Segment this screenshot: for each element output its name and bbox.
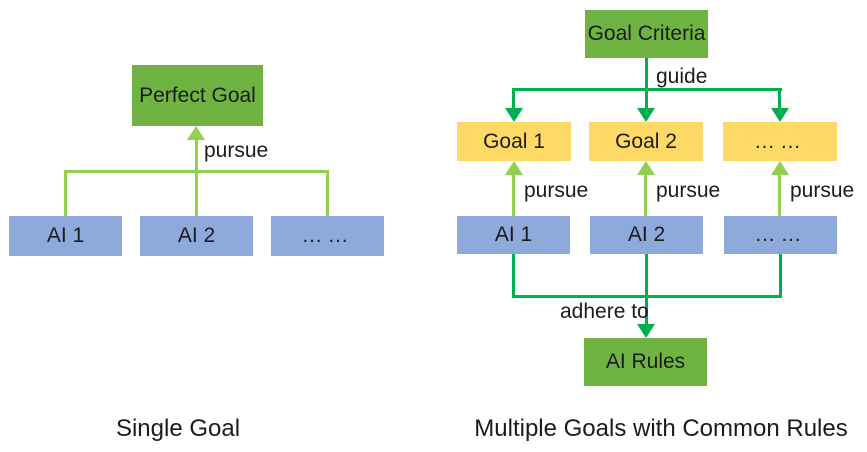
edge-rules-vertical: [645, 295, 648, 324]
goal1-label: Goal 1: [483, 129, 545, 153]
left-diagram-caption: Single Goal: [115, 415, 241, 442]
ai-rules-box: AI Rules: [584, 338, 707, 386]
edge-guide-branch-left: [512, 88, 515, 110]
pursue1-edge-label: pursue: [524, 179, 589, 202]
edge-pursue2-vertical: [644, 173, 647, 216]
arrowhead-up-icon: [771, 161, 789, 175]
guide-edge-label: guide: [656, 65, 708, 88]
goal2-box: Goal 2: [589, 122, 703, 161]
ai1-label-right: AI 1: [494, 223, 533, 246]
ai1-box: AI 1: [9, 216, 122, 256]
ai-ellipsis-label: ……: [301, 224, 354, 247]
arrowhead-down-icon: [771, 108, 789, 122]
goal1-box: Goal 1: [457, 122, 571, 161]
arrowhead-up-icon: [637, 161, 655, 175]
goal-criteria-label: Goal Criteria: [587, 22, 706, 45]
edge-guide-vertical: [645, 58, 648, 110]
edge-guide-branch-right: [778, 88, 781, 110]
goal-ellipsis-label: ……: [754, 129, 806, 153]
pursue3-edge-label: pursue: [790, 179, 855, 202]
ai-ellipsis-box: ……: [271, 216, 384, 256]
goal-ellipsis-box: ……: [723, 122, 837, 161]
edge-adhere3-vertical: [779, 254, 782, 298]
ai1-box-right: AI 1: [457, 216, 570, 254]
ai-ellipsis-label-right: ……: [754, 223, 807, 246]
perfect-goal-box: Perfect Goal: [132, 65, 263, 126]
edge-agent3-stub: [326, 170, 329, 216]
perfect-goal-label: Perfect Goal: [139, 83, 256, 107]
edge-guide-horizontal: [512, 88, 782, 91]
goal-criteria-box: Goal Criteria: [585, 10, 708, 58]
right-diagram-caption: Multiple Goals with Common Rules: [474, 415, 848, 442]
edge-pursue-vertical: [195, 138, 198, 173]
ai2-box: AI 2: [140, 216, 253, 256]
ai-ellipsis-box-right: ……: [724, 216, 837, 254]
ai-rules-label: AI Rules: [605, 350, 686, 373]
goal2-label: Goal 2: [615, 129, 677, 153]
pursue2-edge-label: pursue: [656, 179, 721, 202]
arrowhead-up-icon: [187, 126, 205, 140]
ai2-label: AI 2: [177, 224, 216, 247]
arrowhead-up-icon: [505, 161, 523, 175]
arrowhead-down-icon: [505, 108, 523, 122]
edge-agent1-stub: [64, 170, 67, 216]
edge-pursue1-vertical: [512, 173, 515, 216]
adhere-edge-label: adhere to: [560, 300, 649, 323]
edge-pursue3-vertical: [778, 173, 781, 216]
arrowhead-down-icon: [637, 108, 655, 122]
arrowhead-down-icon: [637, 324, 655, 338]
ai2-label-right: AI 2: [627, 223, 666, 246]
ai2-box-right: AI 2: [590, 216, 703, 254]
edge-adhere1-vertical: [512, 254, 515, 298]
edge-adhere2-vertical: [645, 254, 648, 298]
edge-agent2-stub: [195, 170, 198, 216]
pursue-edge-label: pursue: [204, 139, 269, 162]
ai1-label: AI 1: [46, 224, 85, 247]
